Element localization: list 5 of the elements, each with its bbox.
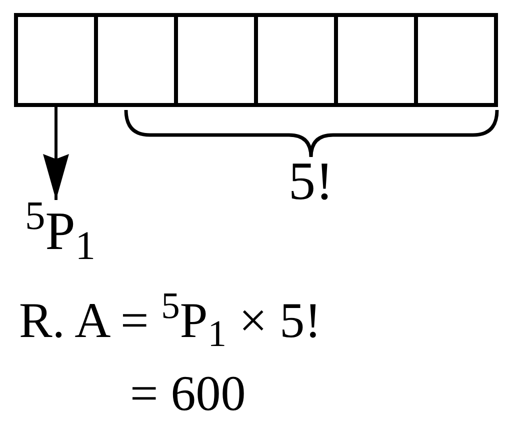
equation-line: = 600 bbox=[130, 365, 246, 422]
arrow bbox=[43, 107, 69, 200]
brace-label: 5! bbox=[288, 154, 334, 208]
math-label: $^{5}$P$_{1}$ bbox=[25, 200, 96, 262]
equation-line: R. A = $^{5}$P$_{1}$ × 5! bbox=[19, 292, 322, 350]
